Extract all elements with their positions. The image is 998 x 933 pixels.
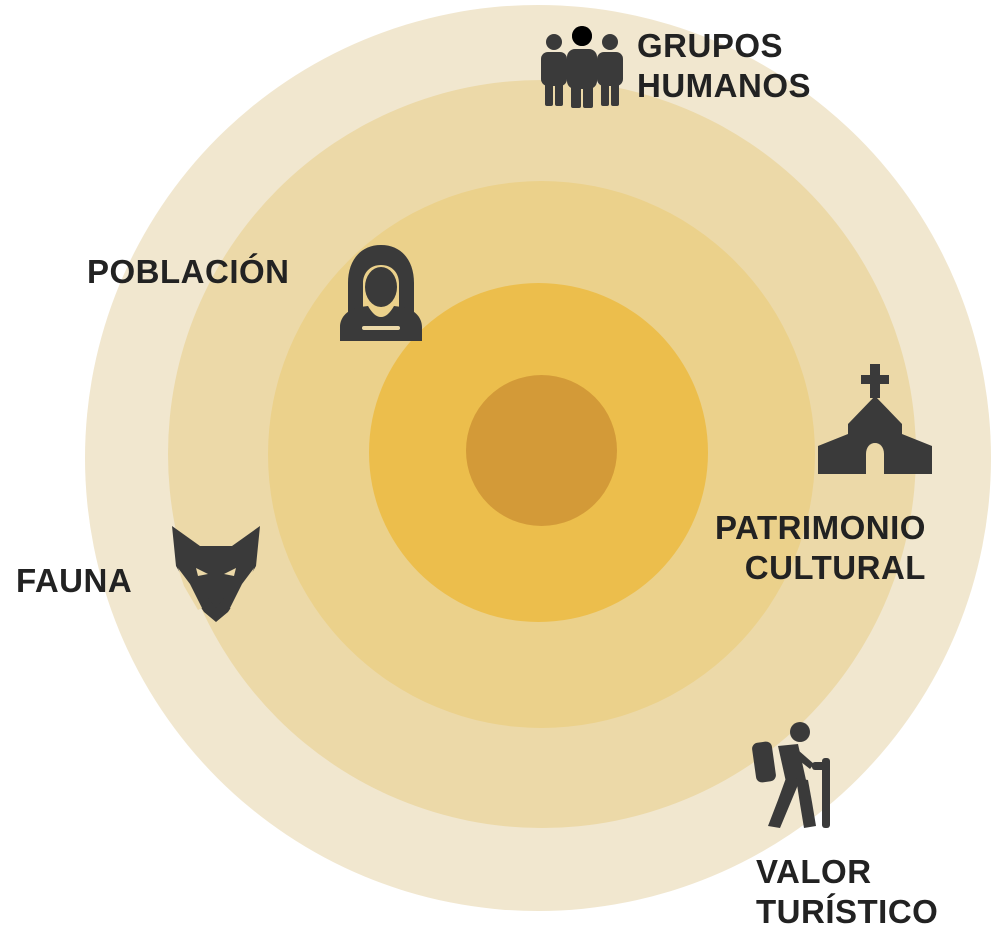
label-poblacion: POBLACIÓN bbox=[87, 252, 290, 292]
label-line: VALOR bbox=[756, 853, 872, 890]
label-patrimonio-cultural: PATRIMONIO CULTURAL bbox=[715, 508, 926, 588]
label-grupos-humanos: GRUPOS HUMANOS bbox=[637, 26, 811, 106]
label-valor-turistico: VALOR TURÍSTICO bbox=[756, 852, 938, 932]
fox-icon bbox=[168, 524, 264, 624]
label-line: FAUNA bbox=[16, 562, 133, 599]
people-group-icon bbox=[537, 22, 627, 108]
label-line: TURÍSTICO bbox=[756, 893, 939, 930]
label-line: PATRIMONIO bbox=[715, 509, 926, 546]
label-line: CULTURAL bbox=[744, 549, 926, 586]
label-fauna: FAUNA bbox=[16, 561, 132, 601]
label-line: POBLACIÓN bbox=[87, 253, 290, 290]
ring-center bbox=[466, 375, 617, 526]
label-line: HUMANOS bbox=[637, 67, 811, 104]
label-line: GRUPOS bbox=[637, 27, 784, 64]
church-icon bbox=[814, 362, 936, 474]
hiker-icon bbox=[750, 720, 834, 830]
woman-icon bbox=[336, 243, 426, 343]
